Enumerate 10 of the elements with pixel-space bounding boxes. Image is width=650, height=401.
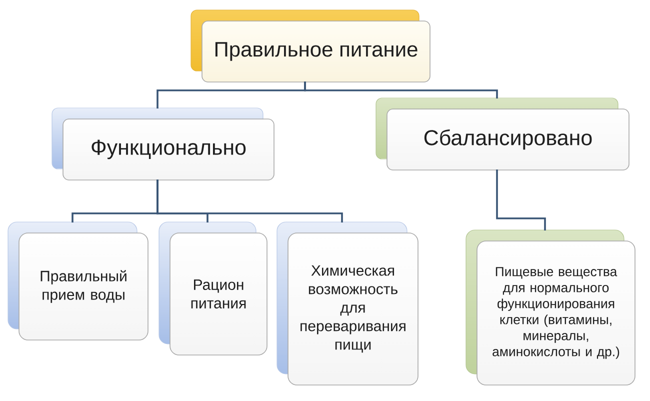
title-box: Правильное питание — [190, 10, 430, 82]
category-box: Функционально — [52, 108, 274, 180]
connector-line — [496, 169, 546, 230]
item-box: Рацион питания — [158, 222, 268, 356]
connector-line — [156, 179, 343, 222]
item-box: Правильный прием воды — [8, 222, 148, 340]
connector-line — [304, 82, 498, 98]
item-box: Пищевые вещества для нормального функционирования клетки (витамины, минералы, аминокислоты и др.) — [466, 230, 636, 386]
item-box: Химическая возможность для переваривания пищи — [276, 222, 418, 386]
category-box: Сбалансировано — [376, 98, 630, 170]
